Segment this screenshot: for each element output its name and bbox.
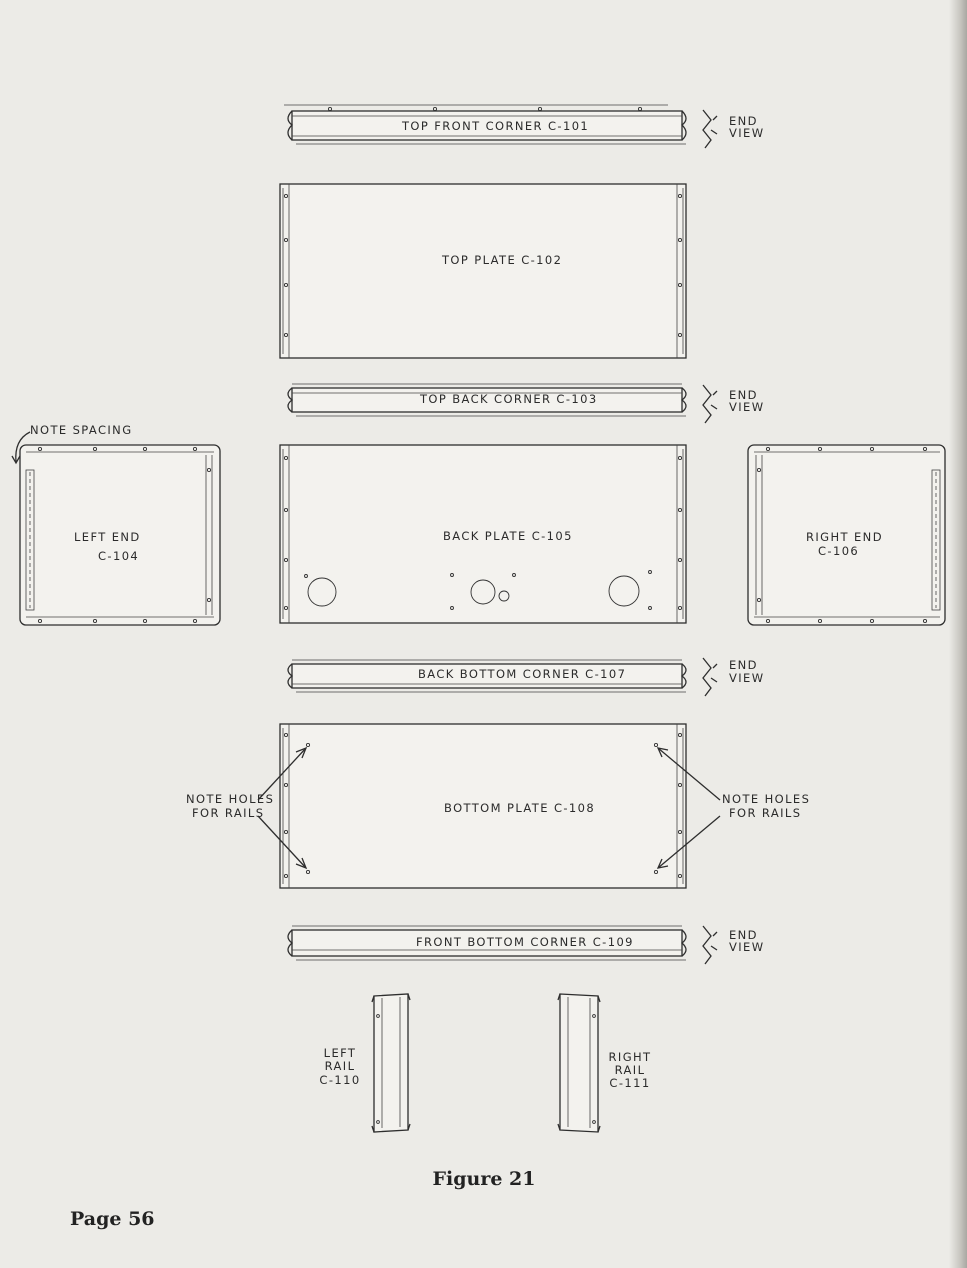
note-holes-left-label: NOTE HOLES — [186, 792, 275, 806]
label-top-front-corner: TOP FRONT CORNER C-101 — [402, 119, 590, 133]
label-left-end: LEFT END — [74, 530, 141, 544]
label-right-rail-word: RAIL — [614, 1063, 646, 1077]
note-spacing-label: NOTE SPACING — [30, 423, 133, 437]
top-back-corner-part — [287, 383, 687, 417]
end-label-c101: END — [729, 114, 758, 128]
for-rails-left-label: FOR RAILS — [192, 806, 265, 820]
label-left-rail-word: RAIL — [324, 1059, 356, 1073]
end-label-c103: END — [729, 388, 758, 402]
label-bottom-plate: BOTTOM PLATE C-108 — [444, 801, 596, 815]
end-view-icon-c101 — [702, 109, 718, 149]
top-front-corner-part — [284, 104, 687, 145]
bottom-plate-part — [279, 723, 687, 889]
figure-caption: Figure 21 — [432, 1168, 536, 1190]
note-spacing-arrow — [11, 431, 31, 465]
note-holes-right-arrows — [656, 747, 721, 869]
left-rail-part — [371, 993, 411, 1133]
top-plate-part — [279, 183, 687, 359]
end-view-icon-c109 — [702, 925, 718, 965]
label-back-plate: BACK PLATE C-105 — [443, 529, 573, 543]
note-holes-left-arrows — [257, 746, 308, 870]
right-rail-part — [557, 993, 601, 1133]
label-left-end-code: C-104 — [98, 549, 140, 563]
label-back-bottom-corner: BACK BOTTOM CORNER C-107 — [418, 667, 627, 681]
page-number: Page 56 — [70, 1208, 155, 1230]
right-end-part — [747, 444, 946, 626]
view-label-c103: VIEW — [729, 400, 765, 414]
label-right-rail-code: C-111 — [609, 1076, 651, 1090]
back-bottom-corner-part — [287, 659, 687, 693]
page-edge-shadow — [949, 0, 967, 1268]
end-label-c107: END — [729, 658, 758, 672]
label-right-end: RIGHT END — [806, 530, 883, 544]
note-holes-right-label: NOTE HOLES — [722, 792, 811, 806]
end-view-icon-c103 — [702, 384, 718, 424]
front-bottom-corner-part — [287, 925, 687, 961]
back-plate-part — [279, 444, 687, 624]
for-rails-right-label: FOR RAILS — [729, 806, 802, 820]
label-left-rail-code: C-110 — [319, 1073, 361, 1087]
view-label-c101: VIEW — [729, 126, 765, 140]
label-front-bottom-corner: FRONT BOTTOM CORNER C-109 — [416, 935, 634, 949]
view-label-c109: VIEW — [729, 940, 765, 954]
end-label-c109: END — [729, 928, 758, 942]
label-left-rail: LEFT — [323, 1046, 357, 1060]
left-end-part — [19, 444, 221, 626]
end-view-icon-c107 — [702, 657, 718, 697]
label-top-back-corner: TOP BACK CORNER C-103 — [420, 392, 598, 406]
view-label-c107: VIEW — [729, 671, 765, 685]
label-top-plate: TOP PLATE C-102 — [442, 253, 563, 267]
label-right-rail: RIGHT — [608, 1050, 652, 1064]
label-right-end-code: C-106 — [818, 544, 860, 558]
